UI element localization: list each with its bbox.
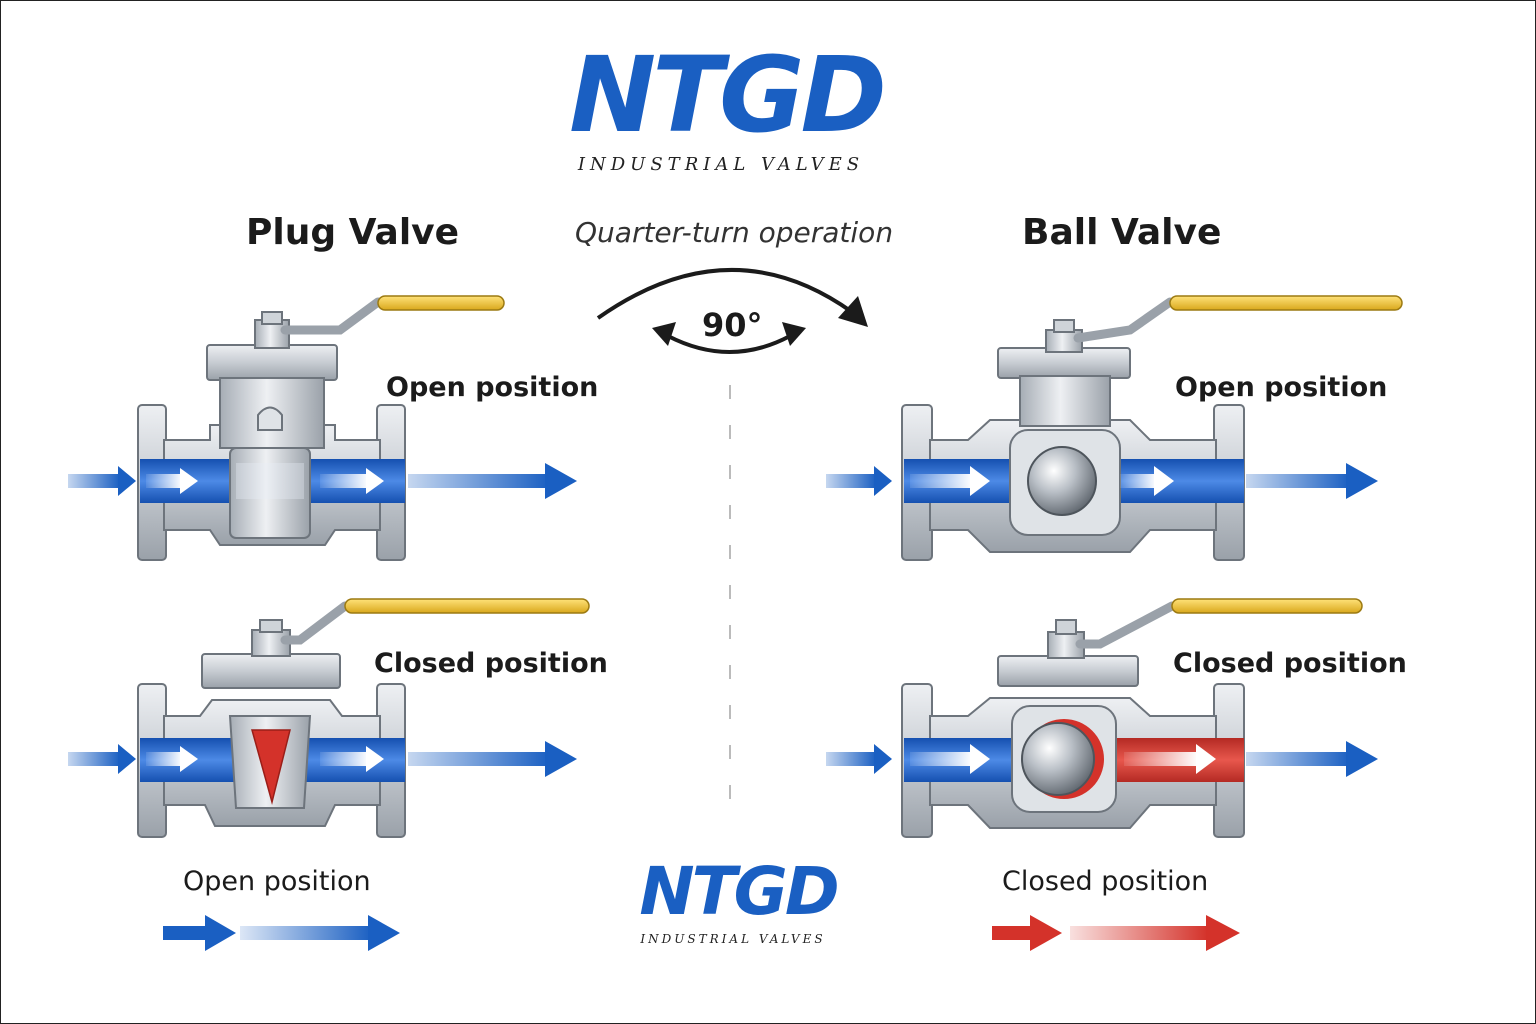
ball-valve-title: Ball Valve (1022, 212, 1222, 253)
plug-open-label: Open position (386, 372, 599, 403)
angle-label: 90° (702, 306, 763, 344)
ball-closed-label: Closed position (1173, 648, 1407, 679)
logo-top-brand: NTGD (569, 34, 887, 156)
legend-open-label: Open position (183, 866, 371, 897)
plug-valve-title: Plug Valve (246, 212, 460, 253)
logo-bottom-tagline: INDUSTRIAL VALVES (640, 932, 826, 946)
ball-open-label: Open position (1175, 372, 1388, 403)
logo-bottom: NTGD (630, 856, 846, 928)
logo-top: NTGD (556, 40, 896, 150)
ball-valve-closed (826, 598, 1378, 838)
ball-valve-open (826, 295, 1403, 561)
legend-open-arrow-icon (163, 915, 400, 951)
plug-valve-closed (68, 598, 590, 838)
rotation-arrow-icon (596, 268, 868, 354)
logo-bottom-brand: NTGD (639, 853, 839, 930)
operation-label: Quarter-turn operation (575, 216, 894, 249)
legend-closed-label: Closed position (1002, 866, 1209, 897)
logo-top-tagline: INDUSTRIAL VALVES (577, 154, 865, 175)
plug-valve-open (68, 295, 577, 561)
plug-closed-label: Closed position (374, 648, 608, 679)
legend-closed-arrow-icon (992, 915, 1240, 951)
